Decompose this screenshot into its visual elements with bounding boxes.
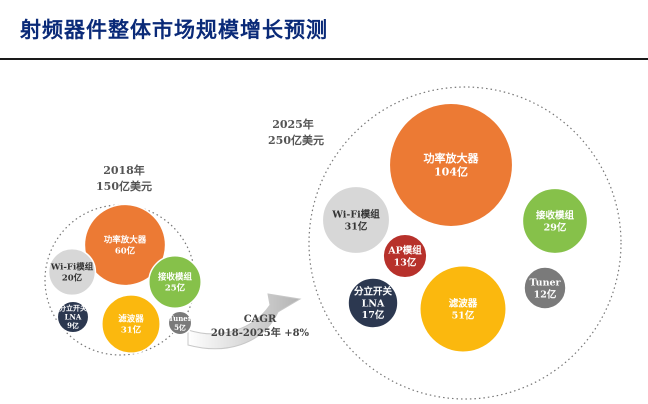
page-title: 射频器件整体市场规模增长预测 bbox=[20, 17, 328, 42]
bubble-value-label: 31亿 bbox=[121, 324, 142, 335]
bubble-value-label: 104亿 bbox=[434, 165, 468, 179]
bubble-category-label: AP模组 bbox=[387, 244, 422, 256]
growth-arrow bbox=[187, 293, 302, 350]
bubble-circle bbox=[521, 187, 589, 255]
bubble-value-label: 12亿 bbox=[534, 288, 557, 300]
bubble-category-label: 接收模组 bbox=[536, 209, 575, 221]
bubble-value-label: 17亿 bbox=[362, 309, 385, 321]
bubble-value-label: 60亿 bbox=[115, 245, 136, 256]
bubble-value-label: 31亿 bbox=[345, 220, 368, 232]
bubble-category-label: 接收模组 bbox=[158, 272, 193, 283]
group-year-label: 2025年 bbox=[272, 117, 314, 131]
bubble-value-label: 9亿 bbox=[67, 321, 79, 330]
bubble-category-label: 滤波器 bbox=[118, 314, 144, 325]
bubble-value-label: 13亿 bbox=[394, 256, 417, 268]
bubble-value-label: 20亿 bbox=[62, 272, 83, 283]
bubble-value-label: 29亿 bbox=[544, 221, 567, 233]
bubble-circle bbox=[47, 247, 97, 297]
bubble-value-label: 51亿 bbox=[452, 309, 475, 321]
bubble-circle bbox=[419, 265, 507, 353]
bubble-group: 2018年150亿美元功率放大器60亿Wi-Fi模组20亿接收模组25亿分立开关… bbox=[44, 163, 202, 356]
bubble-category-label: 分立开关 bbox=[354, 285, 393, 297]
bubble-category-label: Tuner bbox=[529, 277, 561, 288]
bubble-category-label: Wi-Fi模组 bbox=[50, 262, 94, 273]
group-total-label: 150亿美元 bbox=[96, 179, 152, 193]
bubble-category-label: LNA bbox=[65, 312, 82, 321]
group-boundary-circle bbox=[308, 86, 622, 400]
title-divider bbox=[0, 58, 648, 60]
bubble-circle bbox=[321, 185, 391, 255]
bubble-category-label: 功率放大器 bbox=[424, 151, 480, 165]
bubble-circle bbox=[523, 266, 567, 310]
bubble-category-label: 分立开关 bbox=[59, 304, 87, 313]
bubble-circle bbox=[101, 294, 161, 354]
bubble-circle bbox=[83, 203, 167, 287]
bubble-circle bbox=[56, 300, 90, 334]
cagr-period-label: 2018-2025年 +8% bbox=[211, 326, 310, 339]
bubble-circle bbox=[167, 310, 193, 336]
bubble-circle bbox=[388, 102, 514, 228]
bubble-category-label: 功率放大器 bbox=[104, 235, 147, 246]
bubble-category-label: Wi-Fi模组 bbox=[331, 208, 380, 220]
cagr-label: CAGR bbox=[244, 314, 277, 325]
bubble-circle bbox=[382, 233, 428, 279]
bubble-value-label: 5亿 bbox=[174, 323, 186, 332]
bubble-circle bbox=[347, 277, 399, 329]
group-year-label: 2018年 bbox=[103, 163, 145, 177]
bubble-category-label: Tuner bbox=[169, 314, 192, 323]
group-total-label: 250亿美元 bbox=[268, 133, 324, 147]
bubble-circle bbox=[148, 255, 202, 309]
bubble-category-label: LNA bbox=[362, 298, 385, 309]
bubble-group: 2025年250亿美元功率放大器104亿Wi-Fi模组31亿AP模组13亿接收模… bbox=[268, 86, 622, 400]
bubble-groups: 2018年150亿美元功率放大器60亿Wi-Fi模组20亿接收模组25亿分立开关… bbox=[44, 86, 622, 400]
bubble-category-label: 滤波器 bbox=[449, 297, 478, 309]
bubble-value-label: 25亿 bbox=[165, 282, 186, 293]
